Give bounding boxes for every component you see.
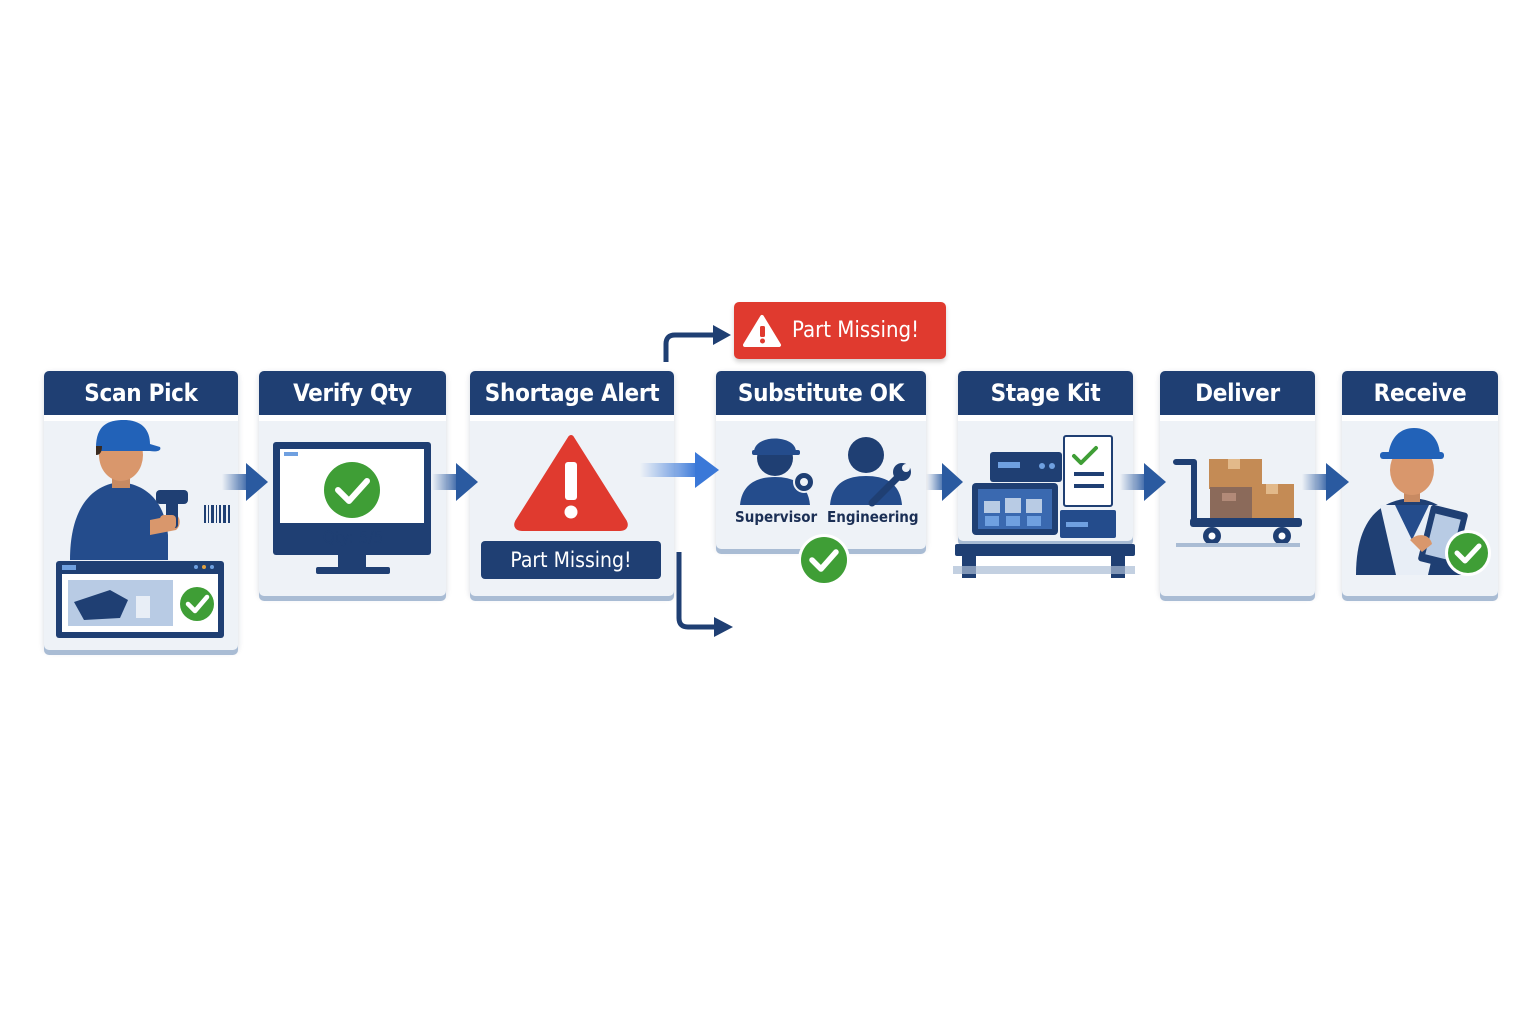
step-title-deliver: Deliver (1160, 371, 1315, 421)
step-card-deliver: Deliver (1160, 371, 1315, 596)
alert-banner-text: Part Missing! (792, 318, 919, 343)
step-title-substitute-ok: Substitute OK (716, 371, 926, 421)
step-card-receive: Receive (1342, 371, 1498, 596)
step-card-substitute-ok: Substitute OK (716, 371, 926, 549)
step-title-verify-qty: Verify Qty (259, 371, 446, 421)
role-label-engineering: Engineering (827, 508, 919, 526)
step-title-receive: Receive (1342, 371, 1498, 421)
step-title-scan-pick: Scan Pick (44, 371, 238, 421)
part-missing-alert-banner: Part Missing! (734, 302, 946, 359)
arrow-branch-down (676, 552, 733, 637)
warning-triangle-small-icon (743, 315, 781, 347)
part-missing-badge: Part Missing! (481, 541, 661, 579)
qty-readout: Qty: 5/5 (322, 528, 384, 548)
step-title-shortage-alert: Shortage Alert (470, 371, 674, 421)
step-card-scan-pick: Scan Pick (44, 371, 238, 650)
arrow-branch-up-to-alert (663, 325, 731, 362)
step-title-stage-kit: Stage Kit (958, 371, 1133, 421)
step-card-stage-kit: Stage Kit (958, 371, 1133, 541)
step-card-verify-qty: Verify Qty (259, 371, 446, 596)
role-label-supervisor: Supervisor (735, 508, 818, 526)
